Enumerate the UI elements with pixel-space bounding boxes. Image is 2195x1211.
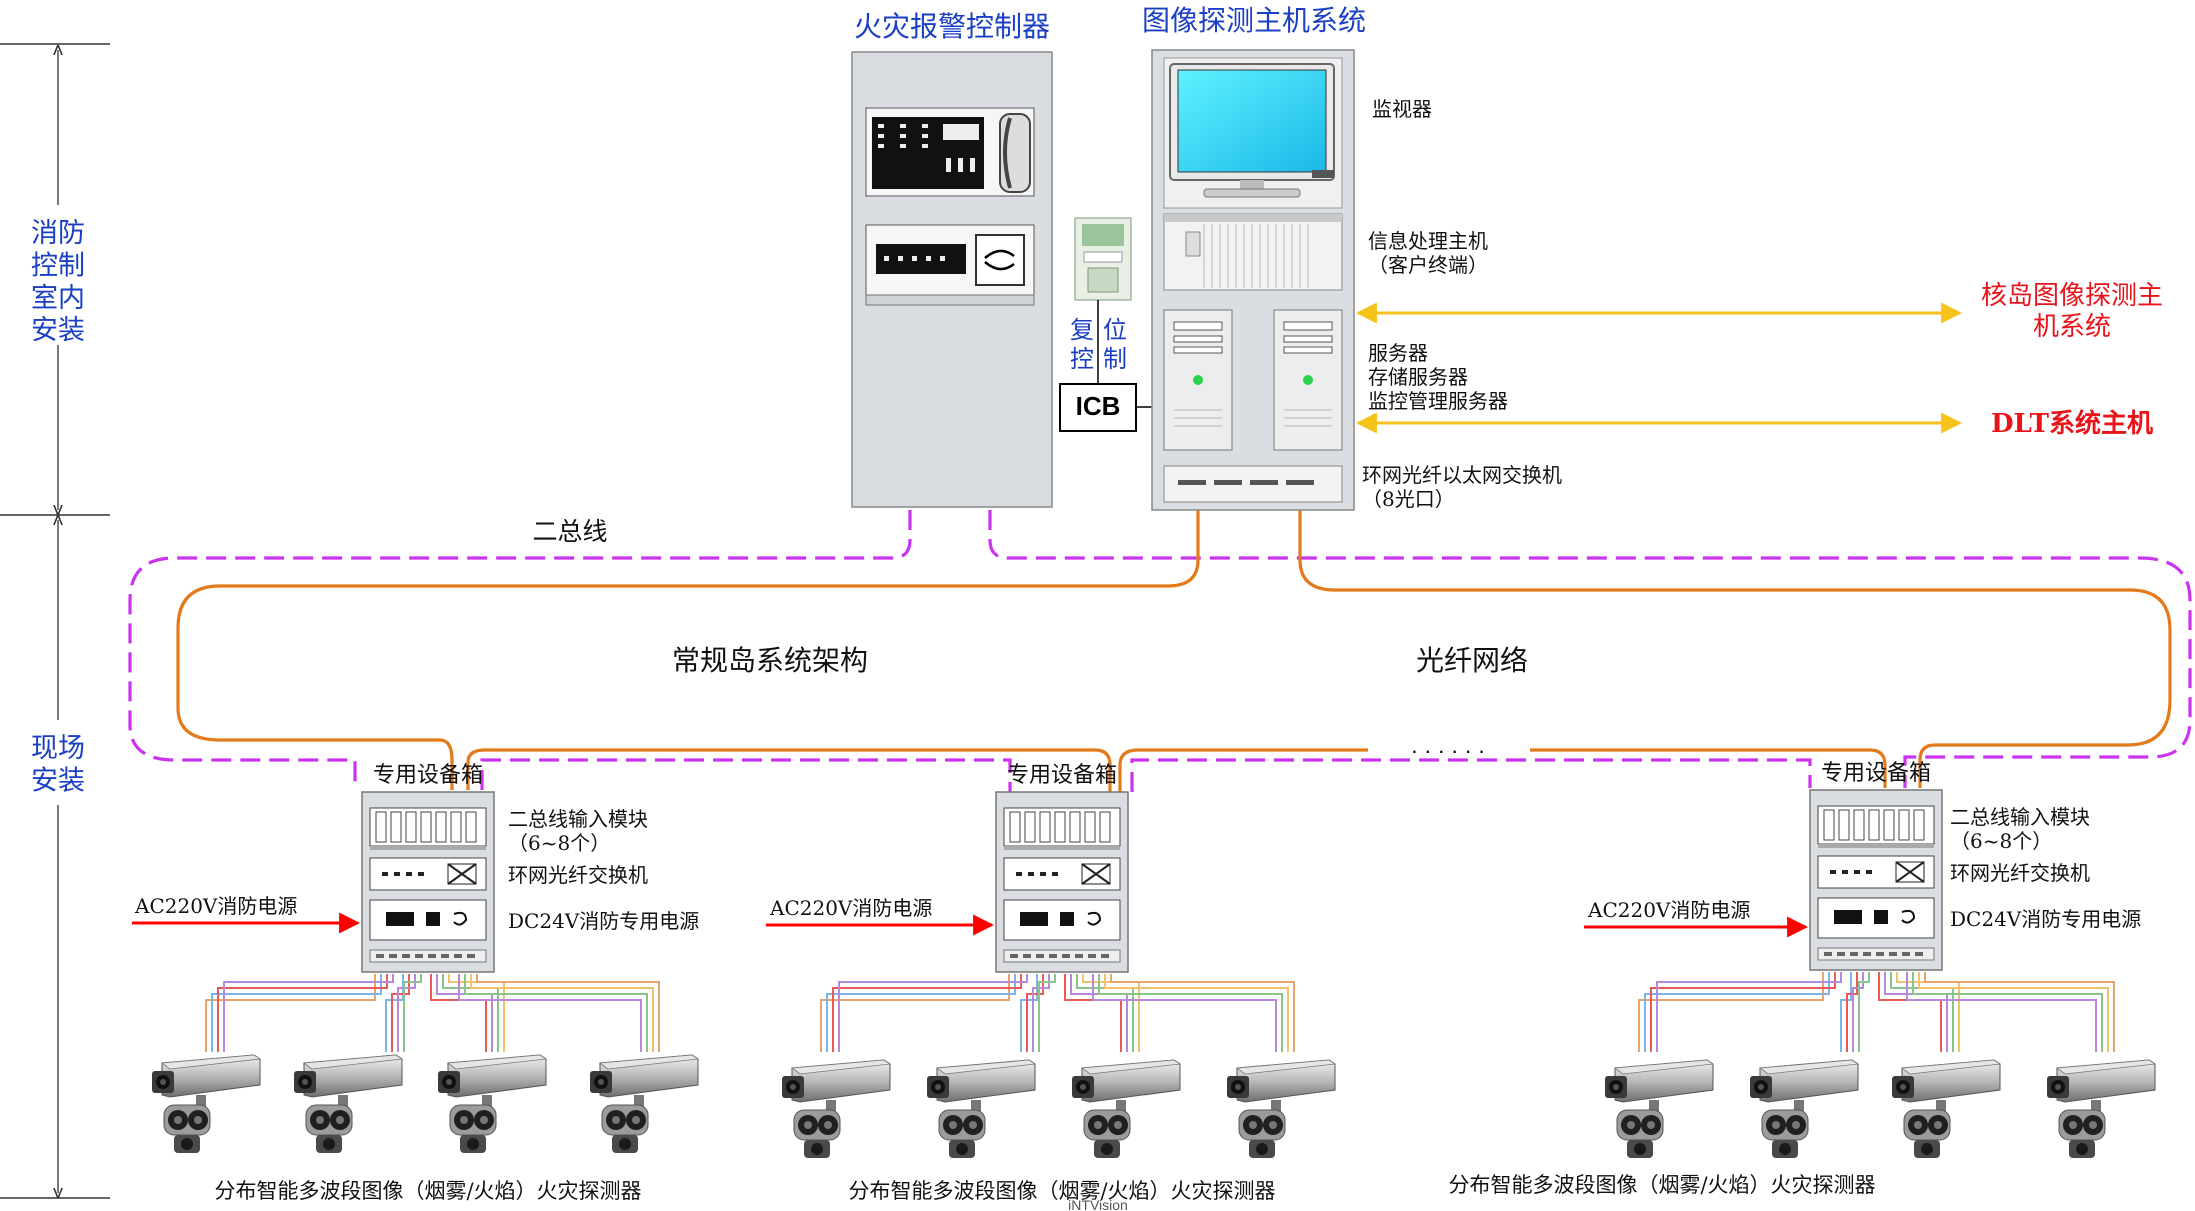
monitor-label: 监视器 <box>1372 97 1432 121</box>
ring-switch-label: 环网光纤交换机 <box>1950 861 2090 885</box>
servers-label: 服务器存储服务器监控管理服务器 <box>1368 341 1508 413</box>
fire-alarm-panel: 火灾报警控制器 <box>851 10 1053 508</box>
detector-caption: 分布智能多波段图像（烟雾/火焰）火灾探测器 <box>848 1179 1275 1203</box>
image-host-title: 图像探测主机系统 <box>1142 4 1366 37</box>
fire-detector-camera-icon <box>1891 1059 2001 1159</box>
reset-label: 复控 <box>1070 316 1094 373</box>
fiber-ring <box>176 510 2172 792</box>
ac-power-label: AC220V消防电源 <box>1587 898 1750 922</box>
control-label: 位制 <box>1103 316 1127 373</box>
switch-label: 环网光纤以太网交换机（8光口） <box>1362 463 1562 511</box>
fire-detector-camera-icon <box>1071 1059 1181 1159</box>
external-links: 核岛图像探测主机系统 DLT系统主机 <box>1355 281 2163 439</box>
watermark: iNTVision <box>1068 1197 1128 1211</box>
network-ellipsis: · · · · · · <box>1411 738 1486 763</box>
fire-detector-camera-icon <box>293 1054 403 1154</box>
bus-loop <box>128 510 2192 792</box>
icb-label: ICB <box>1076 391 1121 421</box>
zone-label-field: 现场安装 <box>31 733 85 796</box>
fire-detector-camera-icon <box>1749 1059 1859 1159</box>
fire-detector-camera-icon <box>926 1059 1036 1159</box>
fire-panel-title: 火灾报警控制器 <box>854 10 1050 43</box>
reset-control-module: 复控 位制 ICB <box>1059 217 1152 432</box>
conventional-arch-label: 常规岛系统架构 <box>672 644 868 677</box>
zone-label-control-room: 消防控制室内安装 <box>31 218 85 346</box>
fire-detector-camera-icon <box>437 1054 547 1154</box>
field-box-title: 专用设备箱 <box>1007 763 1117 788</box>
fire-detector-camera-icon <box>1604 1059 1714 1159</box>
detector-wiring <box>205 974 660 1052</box>
fire-detector-camera-icon <box>1226 1059 1336 1159</box>
fire-detector-camera-icon <box>151 1054 261 1154</box>
field-box-title: 专用设备箱 <box>373 763 483 788</box>
dc-power-label: DC24V消防专用电源 <box>508 909 699 933</box>
dc-power-label: DC24V消防专用电源 <box>1950 907 2141 931</box>
detector-caption: 分布智能多波段图像（烟雾/火焰）火灾探测器 <box>1448 1173 1875 1197</box>
bus-module-label: 二总线输入模块（6~8个） <box>508 807 648 855</box>
ring-switch-label: 环网光纤交换机 <box>508 863 648 887</box>
fire-detector-camera-icon <box>2046 1059 2156 1159</box>
ac-power-label: AC220V消防电源 <box>134 894 297 918</box>
icb-box <box>1059 383 1137 432</box>
zone-markers: 消防控制室内安装 现场安装 <box>0 43 110 1199</box>
fire-detector-camera-icon <box>781 1059 891 1159</box>
field-box-title: 专用设备箱 <box>1821 761 1931 786</box>
ac-power-label: AC220V消防电源 <box>769 896 932 920</box>
bus-label: 二总线 <box>532 517 607 546</box>
dlt-host-label: DLT系统主机 <box>1991 408 2153 439</box>
detector-wiring <box>1638 972 2115 1052</box>
bus-module-label: 二总线输入模块（6~8个） <box>1950 805 2090 853</box>
image-host-cabinet: 图像探测主机系统 <box>1142 4 1562 511</box>
info-host-label: 信息处理主机（客户终端） <box>1368 229 1488 277</box>
nuclear-host-label: 核岛图像探测主机系统 <box>1981 281 2163 342</box>
detector-wiring <box>820 974 1295 1052</box>
fiber-network-label: 光纤网络 <box>1416 644 1528 677</box>
detector-caption: 分布智能多波段图像（烟雾/火焰）火灾探测器 <box>214 1179 641 1203</box>
fire-detector-camera-icon <box>589 1054 699 1154</box>
